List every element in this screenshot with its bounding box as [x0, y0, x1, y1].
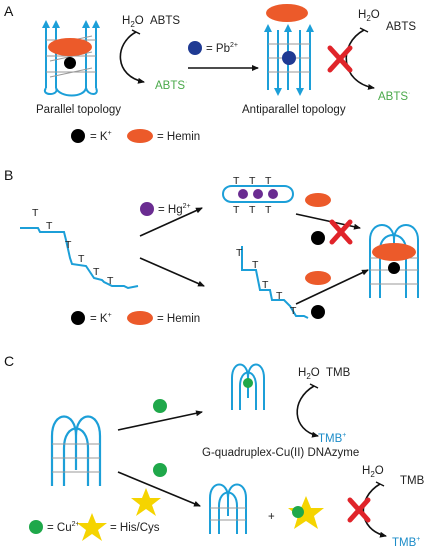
k-ion [64, 57, 76, 69]
svg-text:H2O: H2O [362, 465, 384, 479]
svg-text:T: T [262, 279, 269, 291]
svg-text:T: T [236, 247, 243, 259]
svg-text:= Hemin: = Hemin [157, 313, 200, 325]
svg-text:TMB+: TMB+ [392, 536, 420, 549]
legend-b: = K+ = Hemin [71, 311, 200, 325]
g-quadruplex-cu-complex [231, 363, 265, 410]
reaction-tmb-blocked: H2O TMB TMB+ [347, 465, 425, 549]
cross-mark [327, 45, 353, 73]
svg-text:T: T [233, 204, 240, 216]
svg-text:= His/Cys: = His/Cys [110, 522, 160, 534]
panel-b-reactions [295, 193, 369, 319]
svg-text:T: T [290, 305, 297, 317]
svg-text:H2O: H2O [122, 15, 144, 29]
legend-c: = Cu2+ = His/Cys [29, 513, 160, 541]
reaction-left: H2O ABTS ABTS· [119, 15, 187, 92]
panel-b-label: B [4, 167, 13, 183]
svg-text:= Cu2+: = Cu2+ [47, 521, 80, 534]
svg-text:ABTS·: ABTS· [378, 90, 410, 103]
reaction-tmb-active: H2O TMB TMB+ [296, 367, 351, 445]
antiparallel-g-quadruplex [264, 4, 314, 96]
abts-product: ABTS· [155, 79, 187, 92]
reaction-right-blocked: H2O ABTS ABTS· [327, 9, 416, 103]
cu-his-complex [288, 496, 324, 529]
pb-transition: = Pb2+ [188, 41, 259, 71]
parallel-topology-label: Parallel topology [36, 104, 121, 116]
dnazyme-label: G-quadruplex-Cu(II) DNAzyme [202, 447, 359, 459]
svg-text:H2O: H2O [358, 9, 380, 23]
svg-text:= Hg2+: = Hg2+ [158, 203, 191, 216]
svg-text:T: T [107, 275, 114, 287]
svg-text:T: T [276, 290, 283, 302]
g-quadruplex-hemin-complex [369, 224, 419, 298]
plus-sign: + [268, 511, 275, 523]
svg-text:T: T [32, 207, 39, 219]
svg-text:T: T [233, 175, 240, 187]
svg-text:TMB: TMB [326, 367, 351, 379]
pb-ion [188, 41, 202, 55]
svg-text:= K+: = K+ [90, 312, 112, 325]
folded-strand-lower: TTT TT [236, 246, 309, 319]
g-quadruplex-released [209, 483, 247, 534]
panel-c-label: C [4, 353, 14, 369]
antiparallel-topology-label: Antiparallel topology [242, 104, 346, 116]
svg-text:T: T [249, 204, 256, 216]
svg-text:T: T [265, 175, 272, 187]
svg-text:T: T [93, 266, 100, 278]
pb-ion-bound [282, 51, 296, 65]
unfolded-dna-strand: TTT TTT [20, 207, 139, 290]
parallel-g-quadruplex [42, 20, 100, 97]
svg-text:= Pb2+: = Pb2+ [206, 42, 238, 55]
legend-a: = K+ = Hemin [71, 129, 200, 143]
svg-text:H2O: H2O [298, 367, 320, 381]
panel-a-label: A [4, 3, 14, 19]
svg-text:T: T [78, 253, 85, 265]
svg-text:T: T [265, 204, 272, 216]
svg-text:T: T [46, 220, 53, 232]
svg-text:TMB: TMB [400, 475, 425, 487]
svg-text:TMB+: TMB+ [318, 432, 346, 445]
svg-text:ABTS: ABTS [386, 21, 416, 33]
svg-text:= Hemin: = Hemin [157, 131, 200, 143]
hemin-free [266, 4, 308, 22]
svg-text:T: T [65, 239, 72, 251]
svg-text:= K+: = K+ [90, 130, 112, 143]
hemin-molecule [48, 38, 92, 56]
g-quadruplex-free [50, 415, 102, 486]
svg-text:T: T [252, 259, 259, 271]
hg-legend: = Hg2+ [140, 202, 191, 216]
abts-reagent: ABTS [150, 15, 180, 27]
svg-text:T: T [249, 175, 256, 187]
